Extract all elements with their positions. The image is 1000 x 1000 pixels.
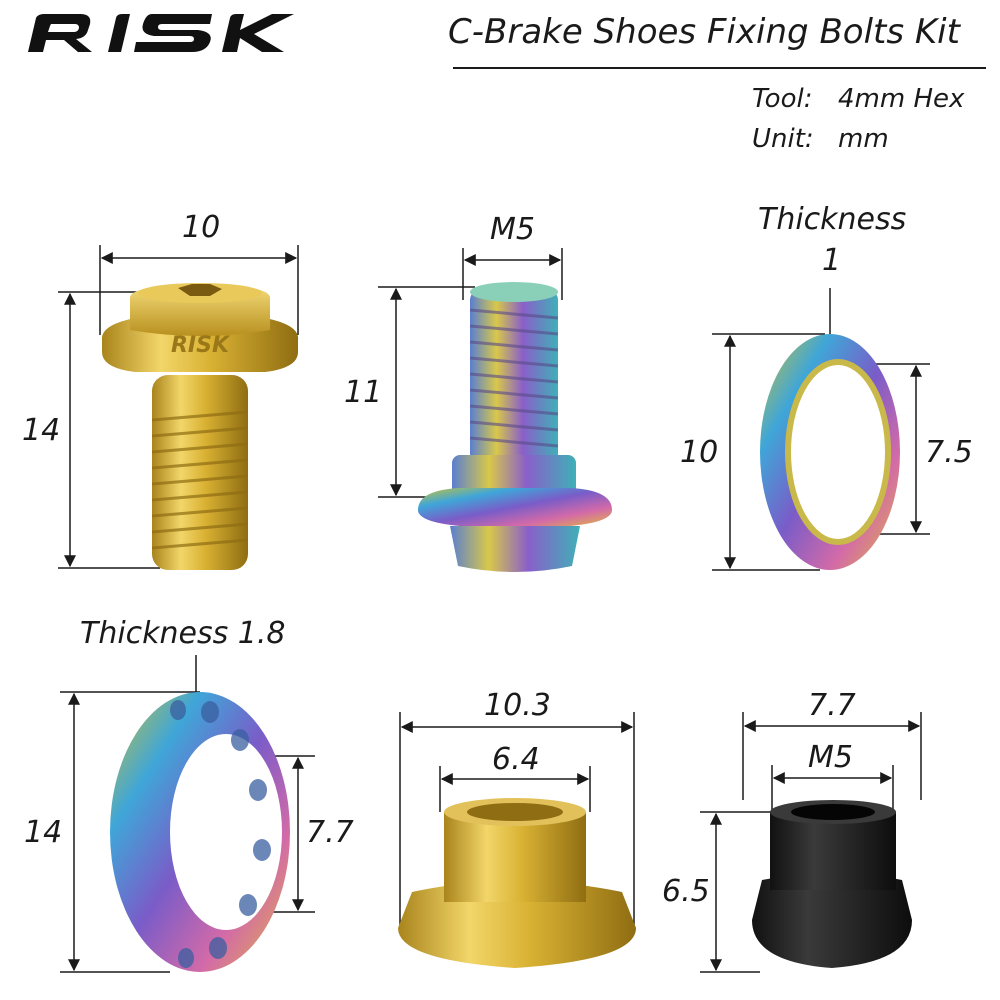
bolt-head-brand: RISK (171, 333, 231, 358)
title-underline (453, 67, 986, 69)
rainbow-bolt (418, 282, 612, 572)
rainbow-bolt-length-label: 11 (344, 375, 383, 410)
page-title: C-Brake Shoes Fixing Bolts Kit (448, 12, 960, 52)
black-nut (752, 800, 912, 968)
tool-value: 4mm Hex (838, 84, 965, 114)
thin-washer-thickness-value: 1 (822, 243, 842, 278)
risk-logo (22, 12, 302, 54)
thin-washer (760, 334, 900, 570)
unit-value: mm (838, 124, 889, 154)
rainbow-bolt-thread-label: M5 (490, 212, 535, 247)
risk-logo-icon (28, 14, 294, 52)
unit-label: Unit: (752, 124, 814, 154)
black-nut-thread-label: M5 (808, 740, 853, 775)
black-nut-outer-label: 7.7 (808, 688, 856, 723)
holed-washer-inner-label: 7.7 (306, 815, 354, 850)
gold-bolt-width-label: 10 (182, 210, 221, 245)
tool-label: Tool: (752, 84, 813, 114)
gold-nut (398, 798, 636, 968)
holed-washer-thickness-label: Thickness 1.8 (80, 616, 286, 651)
gold-bolt-height-label: 14 (22, 413, 61, 448)
gold-bolt: RISK (101, 283, 299, 570)
thin-washer-thickness-label: Thickness (758, 202, 907, 237)
gold-nut-outer-label: 10.3 (484, 688, 551, 723)
thin-washer-outer-label: 10 (680, 435, 719, 470)
holed-washer-outer-label: 14 (24, 815, 63, 850)
holed-washer (110, 692, 290, 972)
thin-washer-inner-label: 7.5 (925, 435, 973, 470)
black-nut-height-label: 6.5 (662, 874, 710, 909)
gold-nut-inner-label: 6.4 (492, 742, 540, 777)
